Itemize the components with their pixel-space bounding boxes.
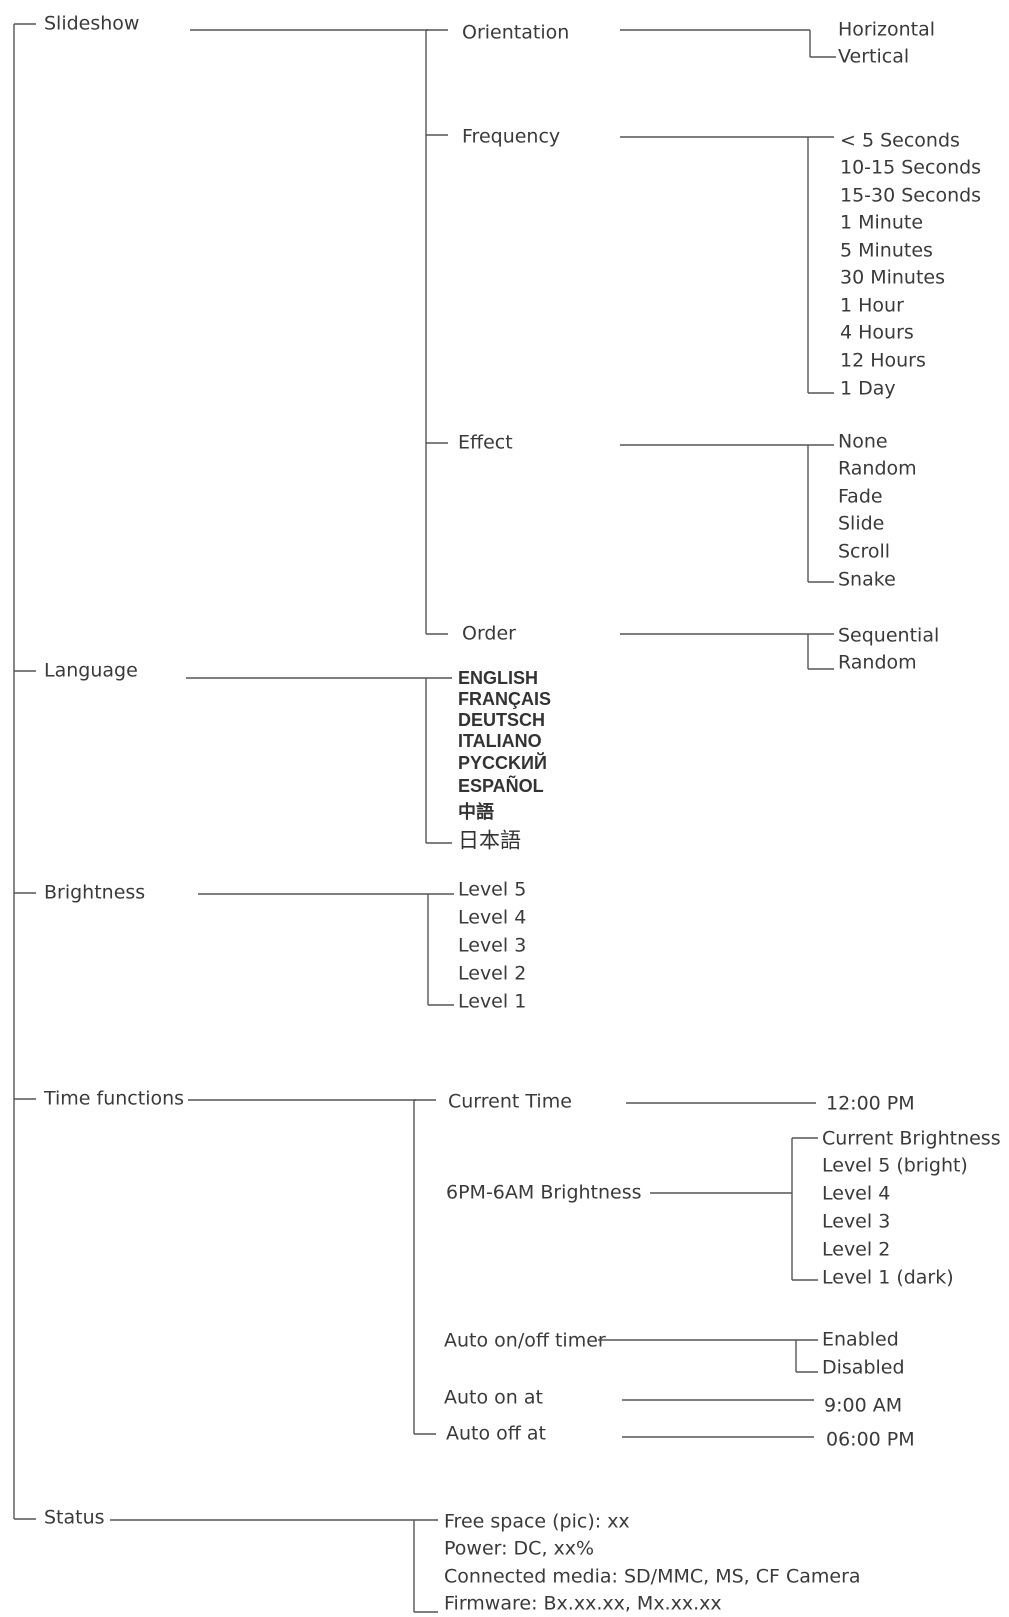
language-option: DEUTSCH bbox=[458, 710, 545, 730]
auto-timer-option: Disabled bbox=[822, 1357, 905, 1379]
orientation-label: Orientation bbox=[462, 22, 569, 44]
effect-label: Effect bbox=[458, 432, 513, 454]
status-item: Connected media: SD/MMC, MS, CF Camera bbox=[444, 1566, 861, 1588]
order-branch: Order Sequential Random bbox=[462, 623, 939, 674]
status-item: Power: DC, xx% bbox=[444, 1538, 594, 1560]
current-time-branch: Current Time 12:00 PM bbox=[448, 1091, 915, 1115]
frequency-branch: Frequency < 5 Seconds 10-15 Seconds 15-3… bbox=[462, 126, 981, 400]
frequency-option: 1 Hour bbox=[840, 295, 904, 317]
language-option: ENGLISH bbox=[458, 668, 538, 688]
night-brightness-option: Level 5 (bright) bbox=[822, 1155, 968, 1177]
frequency-option: 1 Minute bbox=[840, 212, 923, 234]
auto-timer-label: Auto on/off timer bbox=[444, 1330, 606, 1352]
language-option: 日本語 bbox=[458, 830, 521, 853]
auto-timer-branch: Auto on/off timer Enabled Disabled bbox=[444, 1329, 905, 1379]
current-time-label: Current Time bbox=[448, 1091, 572, 1113]
frequency-option: 5 Minutes bbox=[840, 240, 933, 262]
brightness-option: Level 2 bbox=[458, 963, 526, 985]
slideshow-label: Slideshow bbox=[44, 13, 139, 35]
orientation-option: Vertical bbox=[838, 46, 909, 68]
language-option: FRANÇAIS bbox=[458, 689, 551, 709]
night-brightness-option: Level 3 bbox=[822, 1211, 890, 1233]
time-functions-branch: Time functions Current Time 12:00 PM 6PM… bbox=[43, 1088, 1001, 1451]
frequency-option: 12 Hours bbox=[840, 350, 926, 372]
frequency-label: Frequency bbox=[462, 126, 560, 148]
brightness-branch: Brightness Level 5 Level 4 Level 3 Level… bbox=[44, 879, 526, 1013]
order-label: Order bbox=[462, 623, 516, 645]
night-brightness-label: 6PM-6AM Brightness bbox=[446, 1182, 642, 1204]
order-option: Sequential bbox=[838, 625, 939, 647]
brightness-label: Brightness bbox=[44, 882, 145, 904]
main-trunk bbox=[13, 23, 36, 1520]
auto-off-label: Auto off at bbox=[446, 1423, 546, 1445]
language-option: ITALIANO bbox=[458, 731, 542, 751]
current-time-value: 12:00 PM bbox=[826, 1093, 915, 1115]
frequency-option: < 5 Seconds bbox=[840, 130, 960, 152]
brightness-option: Level 1 bbox=[458, 991, 526, 1013]
night-brightness-option: Level 2 bbox=[822, 1239, 890, 1261]
frequency-option: 4 Hours bbox=[840, 322, 914, 344]
language-option: ESPAÑOL bbox=[458, 775, 544, 796]
auto-on-label: Auto on at bbox=[444, 1387, 543, 1409]
auto-on-branch: Auto on at 9:00 AM bbox=[444, 1387, 902, 1417]
order-option: Random bbox=[838, 652, 917, 674]
effect-option: Random bbox=[838, 458, 917, 480]
frequency-option: 15-30 Seconds bbox=[840, 185, 981, 207]
auto-off-branch: Auto off at 06:00 PM bbox=[446, 1423, 915, 1451]
brightness-option: Level 3 bbox=[458, 935, 526, 957]
auto-off-value: 06:00 PM bbox=[826, 1429, 915, 1451]
frequency-option: 1 Day bbox=[840, 378, 896, 400]
frequency-option: 30 Minutes bbox=[840, 267, 945, 289]
status-item: Free space (pic): xx bbox=[444, 1511, 630, 1533]
night-brightness-option: Level 1 (dark) bbox=[822, 1267, 954, 1289]
effect-branch: Effect None Random Fade Slide Scroll Sna… bbox=[458, 431, 917, 591]
night-brightness-option: Current Brightness bbox=[822, 1128, 1001, 1150]
status-label: Status bbox=[44, 1507, 105, 1529]
effect-option: None bbox=[838, 431, 888, 453]
language-option: 中語 bbox=[458, 801, 494, 822]
orientation-option: Horizontal bbox=[838, 19, 935, 41]
effect-option: Slide bbox=[838, 513, 884, 535]
status-branch: Status Free space (pic): xx Power: DC, x… bbox=[44, 1507, 861, 1615]
effect-option: Scroll bbox=[838, 541, 890, 563]
status-item: Firmware: Bx.xx.xx, Mx.xx.xx bbox=[444, 1593, 722, 1615]
auto-timer-option: Enabled bbox=[822, 1329, 899, 1351]
effect-option: Fade bbox=[838, 486, 883, 508]
language-label: Language bbox=[44, 660, 138, 682]
time-functions-label: Time functions bbox=[43, 1088, 184, 1110]
night-brightness-branch: 6PM-6AM Brightness Current Brightness Le… bbox=[446, 1128, 1001, 1289]
auto-on-value: 9:00 AM bbox=[824, 1395, 902, 1417]
effect-option: Snake bbox=[838, 569, 896, 591]
language-branch: Language ENGLISH FRANÇAIS DEUTSCH ITALIA… bbox=[44, 660, 551, 853]
language-option: PYCCKИЙ bbox=[458, 752, 547, 773]
brightness-option: Level 4 bbox=[458, 907, 526, 929]
night-brightness-option: Level 4 bbox=[822, 1183, 890, 1205]
brightness-option: Level 5 bbox=[458, 879, 526, 901]
slideshow-branch: Slideshow Orientation Horizontal Vertica… bbox=[44, 13, 981, 674]
orientation-branch: Orientation Horizontal Vertical bbox=[462, 19, 935, 68]
frequency-option: 10-15 Seconds bbox=[840, 157, 981, 179]
